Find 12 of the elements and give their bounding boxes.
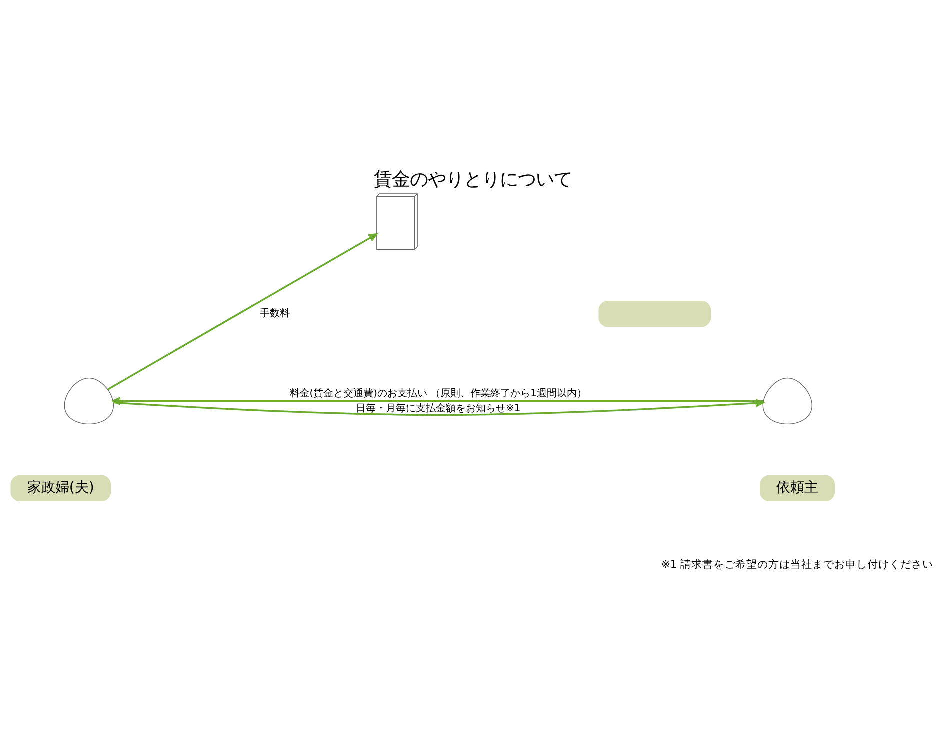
edge-label: 料金(賃金と交通費)のお支払い （原則、作業終了から1週間以内） [290, 388, 587, 400]
diagram-title: 賃金のやりとりについて [374, 169, 572, 190]
node-person [762, 378, 812, 425]
node-box: 家政婦(夫) [10, 475, 112, 502]
node-person [64, 378, 114, 425]
arrow [112, 397, 764, 406]
edge-label: 日毎・月毎に支払金額をお知らせ※1 [356, 403, 521, 414]
arrow [108, 234, 378, 390]
edge-label: 手数料 [260, 308, 290, 320]
label: ※1 請求書をご希望の方は当社までお申し付けください [662, 558, 934, 571]
node-box: 依頼主 [760, 475, 835, 502]
node-box [598, 300, 712, 328]
